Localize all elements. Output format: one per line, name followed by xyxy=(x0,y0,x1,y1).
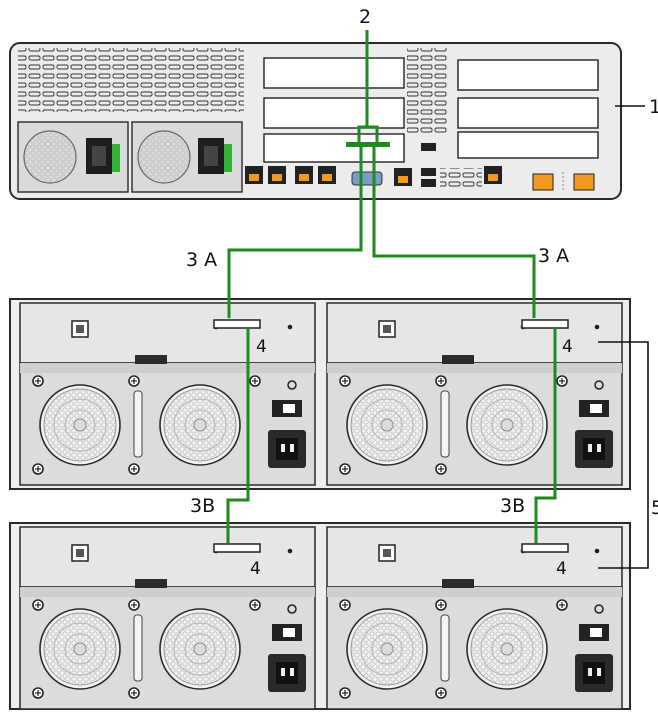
vga-port-icon xyxy=(352,172,382,185)
ethernet-port-icon xyxy=(394,168,412,186)
cable-2-bar xyxy=(346,142,390,147)
server-rear-panel xyxy=(10,43,621,199)
callout-5: 5 xyxy=(651,497,658,519)
ethernet-port-icon xyxy=(484,166,502,184)
enclosure-top xyxy=(10,299,630,489)
callout-4-bottom-right: 4 xyxy=(556,559,567,579)
callout-4-top-left: 4 xyxy=(256,337,267,357)
callout-4-top-right: 4 xyxy=(562,337,573,357)
ethernet-port-icon xyxy=(318,166,336,184)
callout-2: 2 xyxy=(359,6,371,28)
callout-3b-left: 3B xyxy=(190,495,215,517)
callout-3a-left: 3 A xyxy=(186,249,217,271)
callout-3a-right: 3 A xyxy=(538,245,569,267)
callout-3b-right: 3B xyxy=(500,495,525,517)
ethernet-port-icon xyxy=(268,166,286,184)
power-inlet-icon xyxy=(198,138,224,174)
power-supply-left xyxy=(18,122,128,192)
callout-1: 1 xyxy=(649,96,658,118)
power-inlet-icon xyxy=(86,138,112,174)
callout-4-bottom-left: 4 xyxy=(250,559,261,579)
power-supply-right xyxy=(132,122,242,192)
ethernet-port-icon xyxy=(295,166,313,184)
enclosure-bottom xyxy=(10,523,630,709)
ethernet-port-icon xyxy=(245,166,263,184)
